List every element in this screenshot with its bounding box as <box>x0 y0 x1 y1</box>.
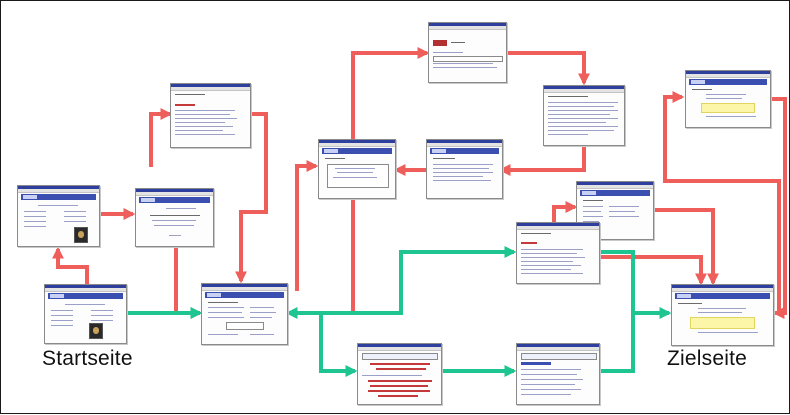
page-thumbnail-start <box>44 284 127 344</box>
edge-second-to-list-top <box>149 108 173 167</box>
page-thumbnail-text-mid <box>426 139 503 199</box>
edge-top-right-to-target-right <box>771 97 787 319</box>
page-thumbnail-results-mid <box>516 222 600 284</box>
edge-results-mid-to-target-green <box>598 250 635 313</box>
page-thumbnail-form-bottom <box>357 343 442 405</box>
page-thumbnail-text-right <box>543 85 625 146</box>
page-thumbnail-results-top-right <box>685 70 771 128</box>
page-thumbnail-results-bottom <box>516 343 600 405</box>
page-thumbnail-dialog-top <box>428 22 507 83</box>
edge-results-loop-to-target <box>557 255 707 286</box>
page-thumbnail-start-upper <box>17 185 100 247</box>
edge-results-bottom-to-target-green <box>598 307 672 373</box>
page-thumbnail-results-upper-middle <box>576 181 654 240</box>
edge-second-to-hub <box>174 246 203 319</box>
page-thumbnail-hub <box>201 283 288 345</box>
edge-hub-to-results-mid-green <box>321 246 517 315</box>
edge-dialog-to-text-right <box>506 51 590 86</box>
edge-list-top-to-hub <box>235 112 268 284</box>
start-page-label: Startseite <box>42 347 133 370</box>
page-thumbnail-second <box>135 188 214 247</box>
edge-target-self-loop <box>663 91 781 315</box>
edge-results-top-right-to-target <box>653 208 719 286</box>
page-thumbnail-form-mid <box>318 139 396 199</box>
edge-text-right-to-text-mid <box>498 145 586 176</box>
page-thumbnail-target <box>671 284 774 346</box>
target-page-label: Zielseite <box>667 347 747 370</box>
edge-hub-to-form-bottom-green <box>319 313 358 377</box>
edge-start-to-upper-start <box>52 246 89 284</box>
edge-hub-to-form-mid <box>295 160 319 291</box>
page-thumbnail-list-top <box>170 83 251 148</box>
